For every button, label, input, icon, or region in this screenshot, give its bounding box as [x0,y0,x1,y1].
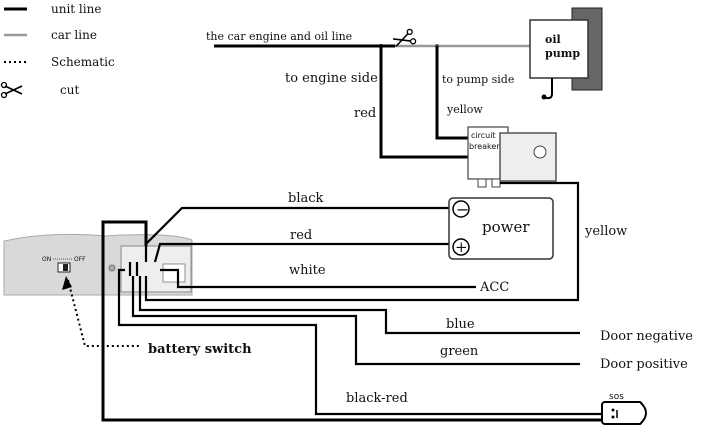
legend-scissors-icon [0,81,23,99]
black-red-wire [117,268,604,416]
connector-socket [162,263,186,283]
power-positive-terminal [452,238,470,256]
legend-cut-label: cut [60,83,79,97]
door-negative-label: Door negative [600,329,693,344]
black-wire [144,206,450,262]
white-wire [160,268,476,289]
sos-dot [611,415,615,419]
yellow-wire-label: yellow [584,224,627,239]
circuit-breaker-terminal [477,178,487,188]
circuit-breaker-label-line2: breaker [469,142,500,151]
power-label: power [482,218,530,236]
legend-unit-line-label: unit line [51,2,101,16]
oil-pump-label-line2: pump [545,47,580,60]
circuit-breaker-terminal [491,178,501,188]
sos-button-cap [630,401,647,425]
sos-dot [611,408,615,412]
power-minus-symbol: − [456,200,469,219]
oil-pump: oil pump [529,7,603,100]
red-top-label: red [354,106,376,121]
legend: unit line car line Schematic cut [0,2,115,99]
circuit-breaker-module [499,132,557,182]
sos-button: sos [601,392,647,425]
to-engine-side-label: to engine side [285,71,378,86]
door-positive-label: Door positive [600,357,688,372]
oil-pump-terminal [541,94,547,100]
wiring-harness [101,181,604,422]
arrow-up-icon [62,276,72,290]
legend-car-line-label: car line [51,28,97,42]
circuit-breaker-label-line1: circuit [471,131,496,140]
device-led [108,264,116,272]
sos-label: sos [609,392,624,402]
black-wire-label: black [288,191,324,206]
circuit-breaker-reset-knob [533,145,547,159]
yellow-top-label: yellow [446,103,483,116]
acc-label: ACC [479,280,509,295]
yellow-wire-top [435,46,468,140]
battery-switch-pointer: battery switch [62,276,252,357]
circuit-breaker: circuit breaker [467,126,557,188]
yellow-wire [144,181,580,302]
engine-oil-line: the car engine and oil line to engine si… [206,28,530,159]
battery-switch-label: battery switch [148,342,252,357]
black-red-wire-label: black-red [346,391,408,406]
battery-switch-knob[interactable] [63,264,68,271]
power-box-frame [448,197,554,260]
power-box: − + power [448,197,554,260]
red-wire-top [379,46,470,159]
legend-schematic-label: Schematic [51,55,115,69]
blue-wire-label: blue [446,317,475,332]
green-wire [131,276,580,366]
green-wire-label: green [440,344,479,359]
oil-pump-label-line1: oil [545,33,561,46]
cut-scissors-icon [393,28,417,48]
switch-off-label: OFF [74,256,86,263]
oil-pump-box [529,19,589,79]
white-wire-label: white [289,263,326,278]
sos-return-wire [101,220,604,422]
power-plus-symbol: + [455,238,468,256]
engine-oil-line-label: the car engine and oil line [206,30,352,43]
red-wire-label: red [290,228,312,243]
oil-pump-lead [545,78,553,100]
red-wire [153,242,450,263]
switch-on-label: ON [42,256,51,263]
blue-wire [138,276,580,335]
to-pump-side-label: to pump side [442,73,514,86]
power-negative-terminal [452,200,470,218]
